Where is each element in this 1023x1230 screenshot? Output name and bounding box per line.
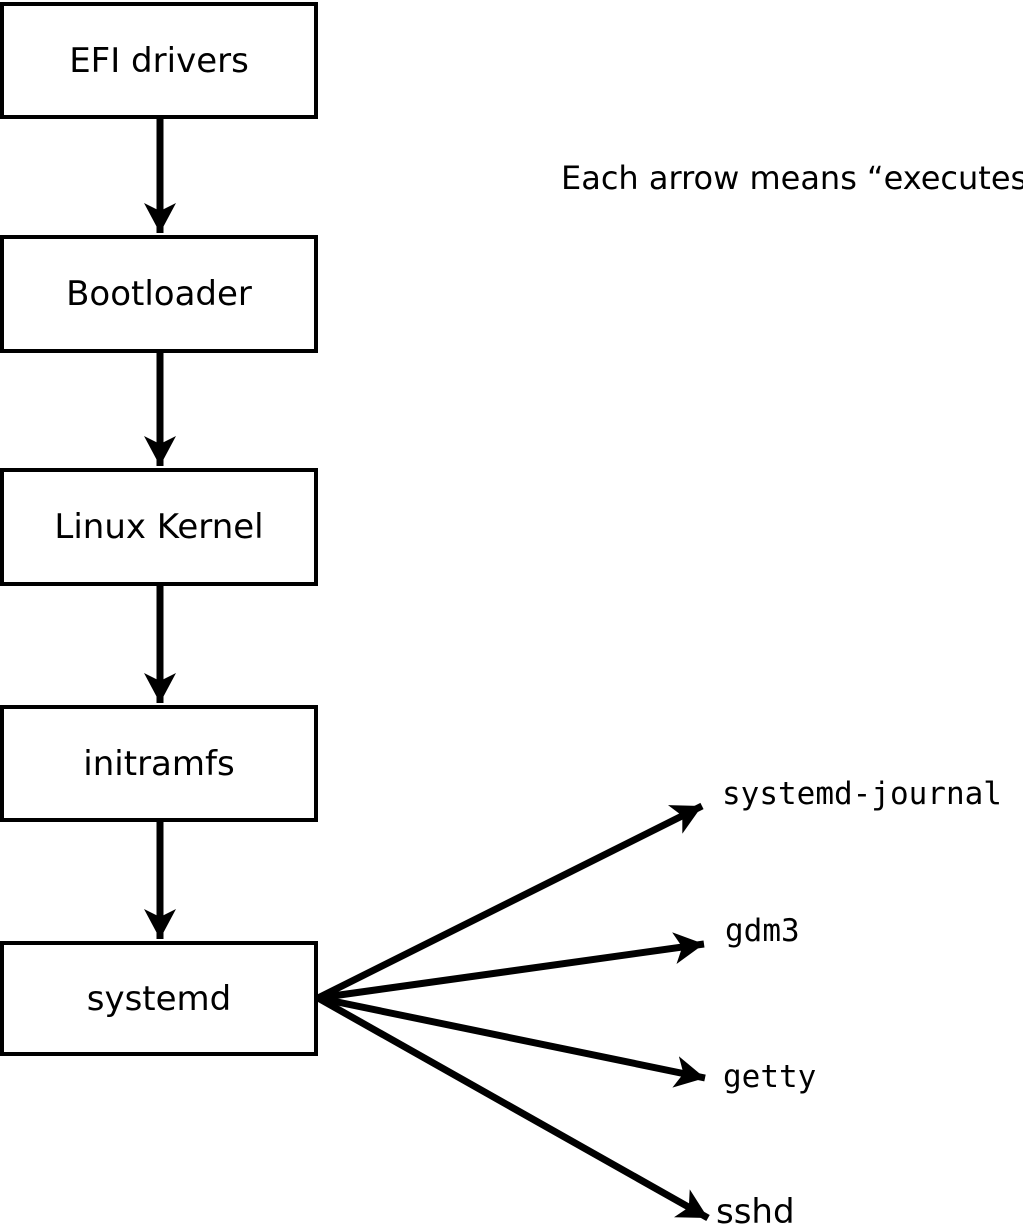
caption-arrow-meaning: Each arrow means “executes”. — [561, 159, 1023, 197]
node-label-initramfs: initramfs — [83, 743, 235, 784]
service-label-gdm3: gdm3 — [725, 913, 800, 949]
node-label-efi-drivers: EFI drivers — [69, 40, 249, 81]
edge-systemd-to-sshd — [316, 994, 710, 1222]
service-label-getty: getty — [723, 1059, 817, 1095]
node-box-systemd: systemd — [0, 941, 318, 1056]
service-label-sshd: sshd — [716, 1192, 795, 1230]
node-box-efi-drivers: EFI drivers — [0, 2, 318, 119]
node-label-systemd: systemd — [86, 978, 232, 1019]
node-label-bootloader: Bootloader — [66, 274, 252, 314]
node-box-initramfs: initramfs — [0, 705, 318, 822]
edge-systemd-to-getty — [317, 994, 706, 1088]
edge-systemd-to-gdm3 — [317, 932, 705, 1002]
node-box-linux-kernel: Linux Kernel — [0, 468, 318, 586]
service-label-systemd-journal: systemd-journal — [722, 776, 1002, 812]
node-label-linux-kernel: Linux Kernel — [54, 507, 264, 547]
edge-systemd-to-journal — [316, 802, 704, 1002]
node-box-bootloader: Bootloader — [0, 235, 318, 353]
